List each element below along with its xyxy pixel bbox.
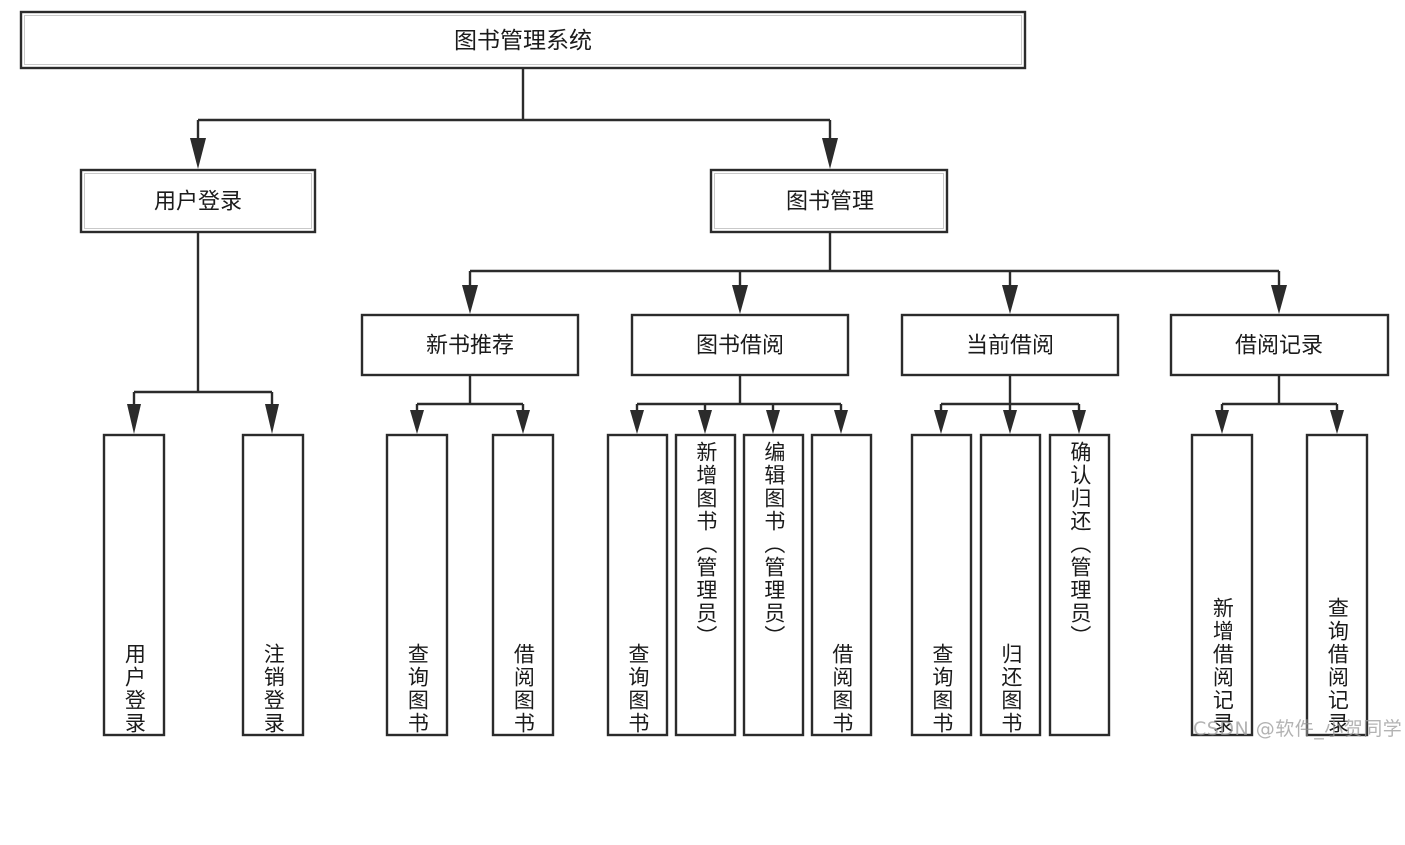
arrow-head-record: [1271, 285, 1287, 314]
arrow-head-userlogin: [127, 404, 141, 434]
arrow-head-rc-add: [1215, 410, 1229, 434]
arrow-head-bw-query: [630, 410, 644, 434]
node-root-rect[interactable]: [19, 10, 1027, 70]
node-layer: 图书管理系统 用户登录 图书管理 新书推荐 图书借阅: [19, 10, 1390, 737]
node-book-management[interactable]: 图书管理: [709, 168, 949, 234]
node-book-management-label: 图书管理: [786, 190, 874, 215]
leaf-logout-rect[interactable]: [241, 433, 305, 737]
node-book-borrow[interactable]: 图书借阅: [630, 313, 850, 377]
arrow-head-nb-borrow: [516, 410, 530, 434]
node-book-borrow-label: 图书借阅: [696, 334, 784, 359]
node-root-label: 图书管理系统: [454, 28, 592, 54]
node-new-book-recommend-label: 新书推荐: [426, 334, 514, 359]
node-new-book-recommend[interactable]: 新书推荐: [360, 313, 580, 377]
leaf-cu-query-book-rect[interactable]: [910, 433, 973, 737]
node-root-inner-edge: [24, 15, 1022, 65]
node-book-management-inner-edge: [714, 173, 944, 229]
leaf-nb-query-book-rect[interactable]: [385, 433, 449, 737]
arrow-head-rc-query: [1330, 410, 1344, 434]
leaf-cu-confirm-return-rect[interactable]: [1048, 433, 1111, 737]
node-current-borrow-label: 当前借阅: [966, 334, 1054, 359]
node-root[interactable]: 图书管理系统: [19, 10, 1027, 70]
arrow-head-bw-add: [698, 410, 712, 434]
csdn-watermark: CSDN @软件_小贺同学: [1193, 718, 1403, 740]
node-book-management-rect[interactable]: [709, 168, 949, 234]
leaf-bw-borrow-book-rect[interactable]: [810, 433, 873, 737]
arrow-head-bookmgmt: [822, 138, 838, 169]
node-user-login[interactable]: 用户登录: [79, 168, 317, 234]
node-user-login-label: 用户登录: [154, 190, 242, 215]
node-borrow-record-label: 借阅记录: [1235, 334, 1323, 359]
node-borrow-record-rect[interactable]: [1169, 313, 1390, 377]
node-borrow-record[interactable]: 借阅记录: [1169, 313, 1390, 377]
connector-layer: [127, 68, 1344, 434]
leaf-bw-add-book-rect[interactable]: [674, 433, 737, 737]
arrow-head-logout: [265, 404, 279, 434]
leaf-rc-query-record-rect[interactable]: [1305, 433, 1369, 737]
flowchart-canvas: 图书管理系统 用户登录 图书管理 新书推荐 图书借阅: [19, 10, 1390, 737]
arrow-head-current: [1002, 285, 1018, 314]
node-new-book-recommend-rect[interactable]: [360, 313, 580, 377]
diagram-root: 图书管理系统 用户登录 图书管理 新书推荐 图书借阅: [19, 10, 1403, 740]
arrow-head-newbook: [462, 285, 478, 314]
node-current-borrow-rect[interactable]: [900, 313, 1120, 377]
node-user-login-rect[interactable]: [79, 168, 317, 234]
arrow-head-cu-query: [934, 410, 948, 434]
node-user-login-inner-edge: [84, 173, 312, 229]
leaf-rc-add-record-rect[interactable]: [1190, 433, 1254, 737]
arrow-head-login: [190, 138, 206, 169]
node-current-borrow[interactable]: 当前借阅: [900, 313, 1120, 377]
arrow-head-cu-confirm: [1072, 410, 1086, 434]
leaf-bw-query-book-rect[interactable]: [606, 433, 669, 737]
leaf-user-login-rect[interactable]: [102, 433, 166, 737]
arrow-head-bw-edit: [766, 410, 780, 434]
arrow-head-borrow: [732, 285, 748, 314]
arrow-head-cu-return: [1003, 410, 1017, 434]
leaf-cu-return-book-rect[interactable]: [979, 433, 1042, 737]
leaf-nb-borrow-book-rect[interactable]: [491, 433, 555, 737]
arrow-head-bw-borrow: [834, 410, 848, 434]
arrow-head-nb-query: [410, 410, 424, 434]
leaf-bw-edit-book-rect[interactable]: [742, 433, 805, 737]
node-book-borrow-rect[interactable]: [630, 313, 850, 377]
